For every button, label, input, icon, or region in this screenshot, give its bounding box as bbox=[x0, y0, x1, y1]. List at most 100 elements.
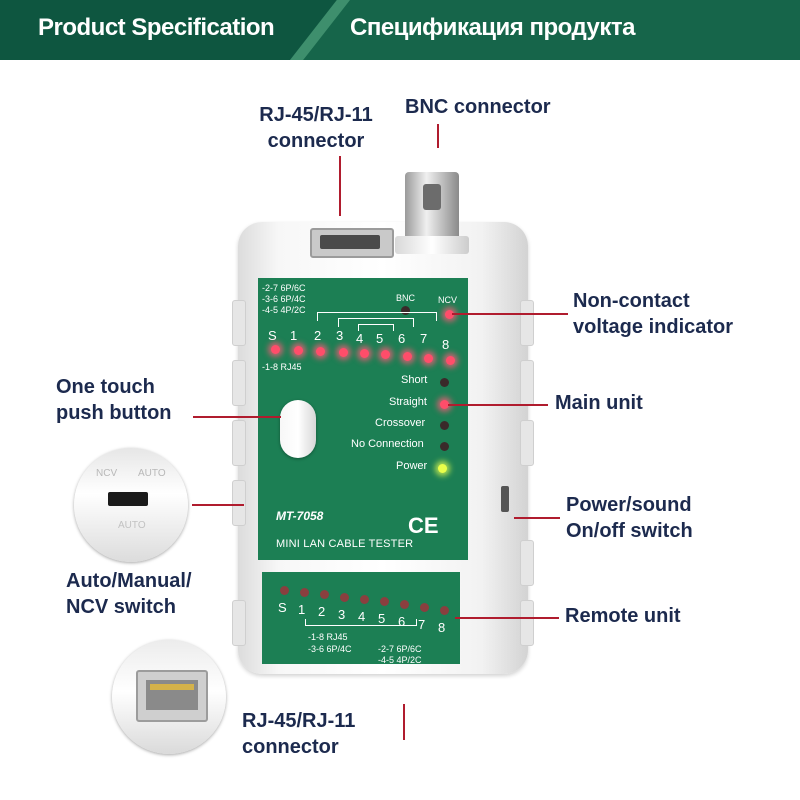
remote-pin-label: 7 bbox=[418, 617, 426, 632]
callout-ncv: Non-contact voltage indicator bbox=[573, 288, 733, 340]
pin-legend-line: -2-7 6P/6C bbox=[262, 283, 306, 293]
remote-pin-label: 4 bbox=[358, 609, 366, 624]
banner-title-english: Product Specification bbox=[38, 14, 275, 41]
callout-power-line2: On/off switch bbox=[566, 520, 693, 542]
callout-bnc: BNC connector bbox=[405, 96, 551, 118]
leader-line-power-switch bbox=[514, 517, 560, 519]
leader-line-remote-unit bbox=[455, 617, 559, 619]
pin-label: 5 bbox=[376, 331, 384, 346]
right-grip-ridge bbox=[520, 360, 534, 406]
leader-line-push-button bbox=[193, 416, 281, 418]
remote-pin-led bbox=[340, 593, 349, 602]
callout-ncv-line2: voltage indicator bbox=[573, 316, 734, 338]
callout-rj-bottom-line1: RJ-45/RJ-11 bbox=[242, 710, 356, 732]
leader-line-rj-bottom bbox=[403, 704, 405, 740]
ncv-led-label: NCV bbox=[438, 295, 458, 305]
bnc-led bbox=[401, 306, 410, 315]
pin-label: 7 bbox=[420, 331, 428, 346]
pin-led bbox=[294, 346, 303, 355]
remote-pin-led bbox=[300, 588, 309, 597]
bnc-connector-slot bbox=[423, 184, 441, 210]
remote-pin-legend: -3-6 6P/4C bbox=[308, 644, 352, 654]
callout-main-unit: Main unit bbox=[555, 392, 643, 414]
remote-unit-panel bbox=[262, 572, 460, 664]
leader-line-auto-switch bbox=[192, 504, 244, 506]
callout-auto-line1: Auto/Manual/ bbox=[66, 570, 192, 592]
remote-pin-legend: -1-8 RJ45 bbox=[308, 632, 348, 642]
remote-pin-led bbox=[380, 597, 389, 606]
remote-pin-label-s: S bbox=[278, 600, 287, 615]
status-label-short: Short bbox=[401, 374, 428, 386]
pin-led bbox=[271, 345, 280, 354]
model-number: MT-7058 bbox=[276, 509, 324, 523]
rj-port-closeup-inset bbox=[112, 640, 226, 754]
bnc-led-label: BNC bbox=[396, 293, 416, 303]
callout-power-switch: Power/sound On/off switch bbox=[566, 492, 693, 544]
right-grip-ridge bbox=[520, 300, 534, 346]
remote-pin-led bbox=[320, 590, 329, 599]
callout-rj-bottom: RJ-45/RJ-11 connector bbox=[242, 708, 355, 760]
rj45-pin-legend: -1-8 RJ45 bbox=[262, 362, 302, 372]
remote-pin-label: 6 bbox=[398, 614, 406, 629]
leader-line-bnc bbox=[437, 124, 439, 148]
pin-label: 6 bbox=[398, 331, 406, 346]
left-grip-ridge bbox=[232, 300, 246, 346]
switch-mark-auto: AUTO bbox=[138, 468, 166, 479]
pin-legend-line: -3-6 6P/4C bbox=[262, 294, 306, 304]
callout-rj-top-line1: RJ-45/RJ-11 bbox=[259, 104, 373, 126]
pin-pair-bracket bbox=[338, 318, 414, 327]
leader-line-ncv bbox=[452, 313, 568, 315]
pin-led bbox=[403, 352, 412, 361]
banner-title-russian: Спецификация продукта bbox=[350, 14, 635, 41]
ce-mark: CE bbox=[408, 513, 439, 538]
left-grip-ridge bbox=[232, 420, 246, 466]
remote-pin-label: 5 bbox=[378, 611, 386, 626]
pin-pair-bracket bbox=[358, 324, 394, 331]
banner-left-panel bbox=[0, 0, 345, 60]
pin-led bbox=[339, 348, 348, 357]
short-led bbox=[440, 378, 449, 387]
straight-led bbox=[440, 400, 449, 409]
pin-led bbox=[360, 349, 369, 358]
pin-legend-line: -4-5 4P/2C bbox=[262, 305, 306, 315]
bnc-connector-base bbox=[395, 236, 469, 254]
rj45-rj11-port-top[interactable] bbox=[310, 228, 394, 258]
power-led bbox=[438, 464, 447, 473]
header-banner: Product Specification Спецификация проду… bbox=[0, 0, 800, 60]
remote-pin-label: 2 bbox=[318, 604, 326, 619]
remote-pin-led bbox=[420, 603, 429, 612]
callout-auto-switch: Auto/Manual/ NCV switch bbox=[66, 568, 192, 620]
leader-line-rj-top bbox=[339, 156, 341, 216]
leader-line-main-unit bbox=[448, 404, 548, 406]
power-sound-switch[interactable] bbox=[501, 486, 509, 512]
callout-ncv-line1: Non-contact bbox=[573, 290, 690, 312]
right-grip-ridge bbox=[520, 540, 534, 586]
one-touch-push-button[interactable] bbox=[280, 400, 316, 458]
pin-pair-bracket bbox=[317, 312, 437, 321]
rj45-port-closeup[interactable] bbox=[136, 670, 208, 722]
rj45-port-opening bbox=[320, 235, 380, 249]
right-grip-ridge bbox=[520, 420, 534, 466]
pin-label: 4 bbox=[356, 331, 364, 346]
remote-pin-led bbox=[400, 600, 409, 609]
status-label-straight: Straight bbox=[389, 396, 427, 408]
pin-led bbox=[424, 354, 433, 363]
callout-push-button: One touch push button bbox=[56, 374, 172, 426]
pin-led bbox=[316, 347, 325, 356]
ncv-led bbox=[445, 310, 454, 319]
remote-pin-legend: -2-7 6P/6C bbox=[378, 644, 422, 654]
status-label-crossover: Crossover bbox=[375, 417, 426, 429]
callout-auto-line2: NCV switch bbox=[66, 596, 177, 618]
left-grip-ridge bbox=[232, 360, 246, 406]
crossover-led bbox=[440, 421, 449, 430]
left-grip-ridge bbox=[232, 600, 246, 646]
auto-manual-ncv-switch[interactable] bbox=[108, 492, 148, 506]
pin-label: 8 bbox=[442, 337, 450, 352]
status-label-no-connection: No Connection bbox=[351, 438, 424, 450]
product-name: MINI LAN CABLE TESTER bbox=[276, 538, 414, 550]
callout-remote-unit: Remote unit bbox=[565, 605, 681, 627]
switch-mark-ncv: NCV bbox=[96, 468, 118, 479]
callout-push-line1: One touch bbox=[56, 376, 155, 398]
pin-led bbox=[381, 350, 390, 359]
pin-label-s: S bbox=[268, 328, 277, 343]
